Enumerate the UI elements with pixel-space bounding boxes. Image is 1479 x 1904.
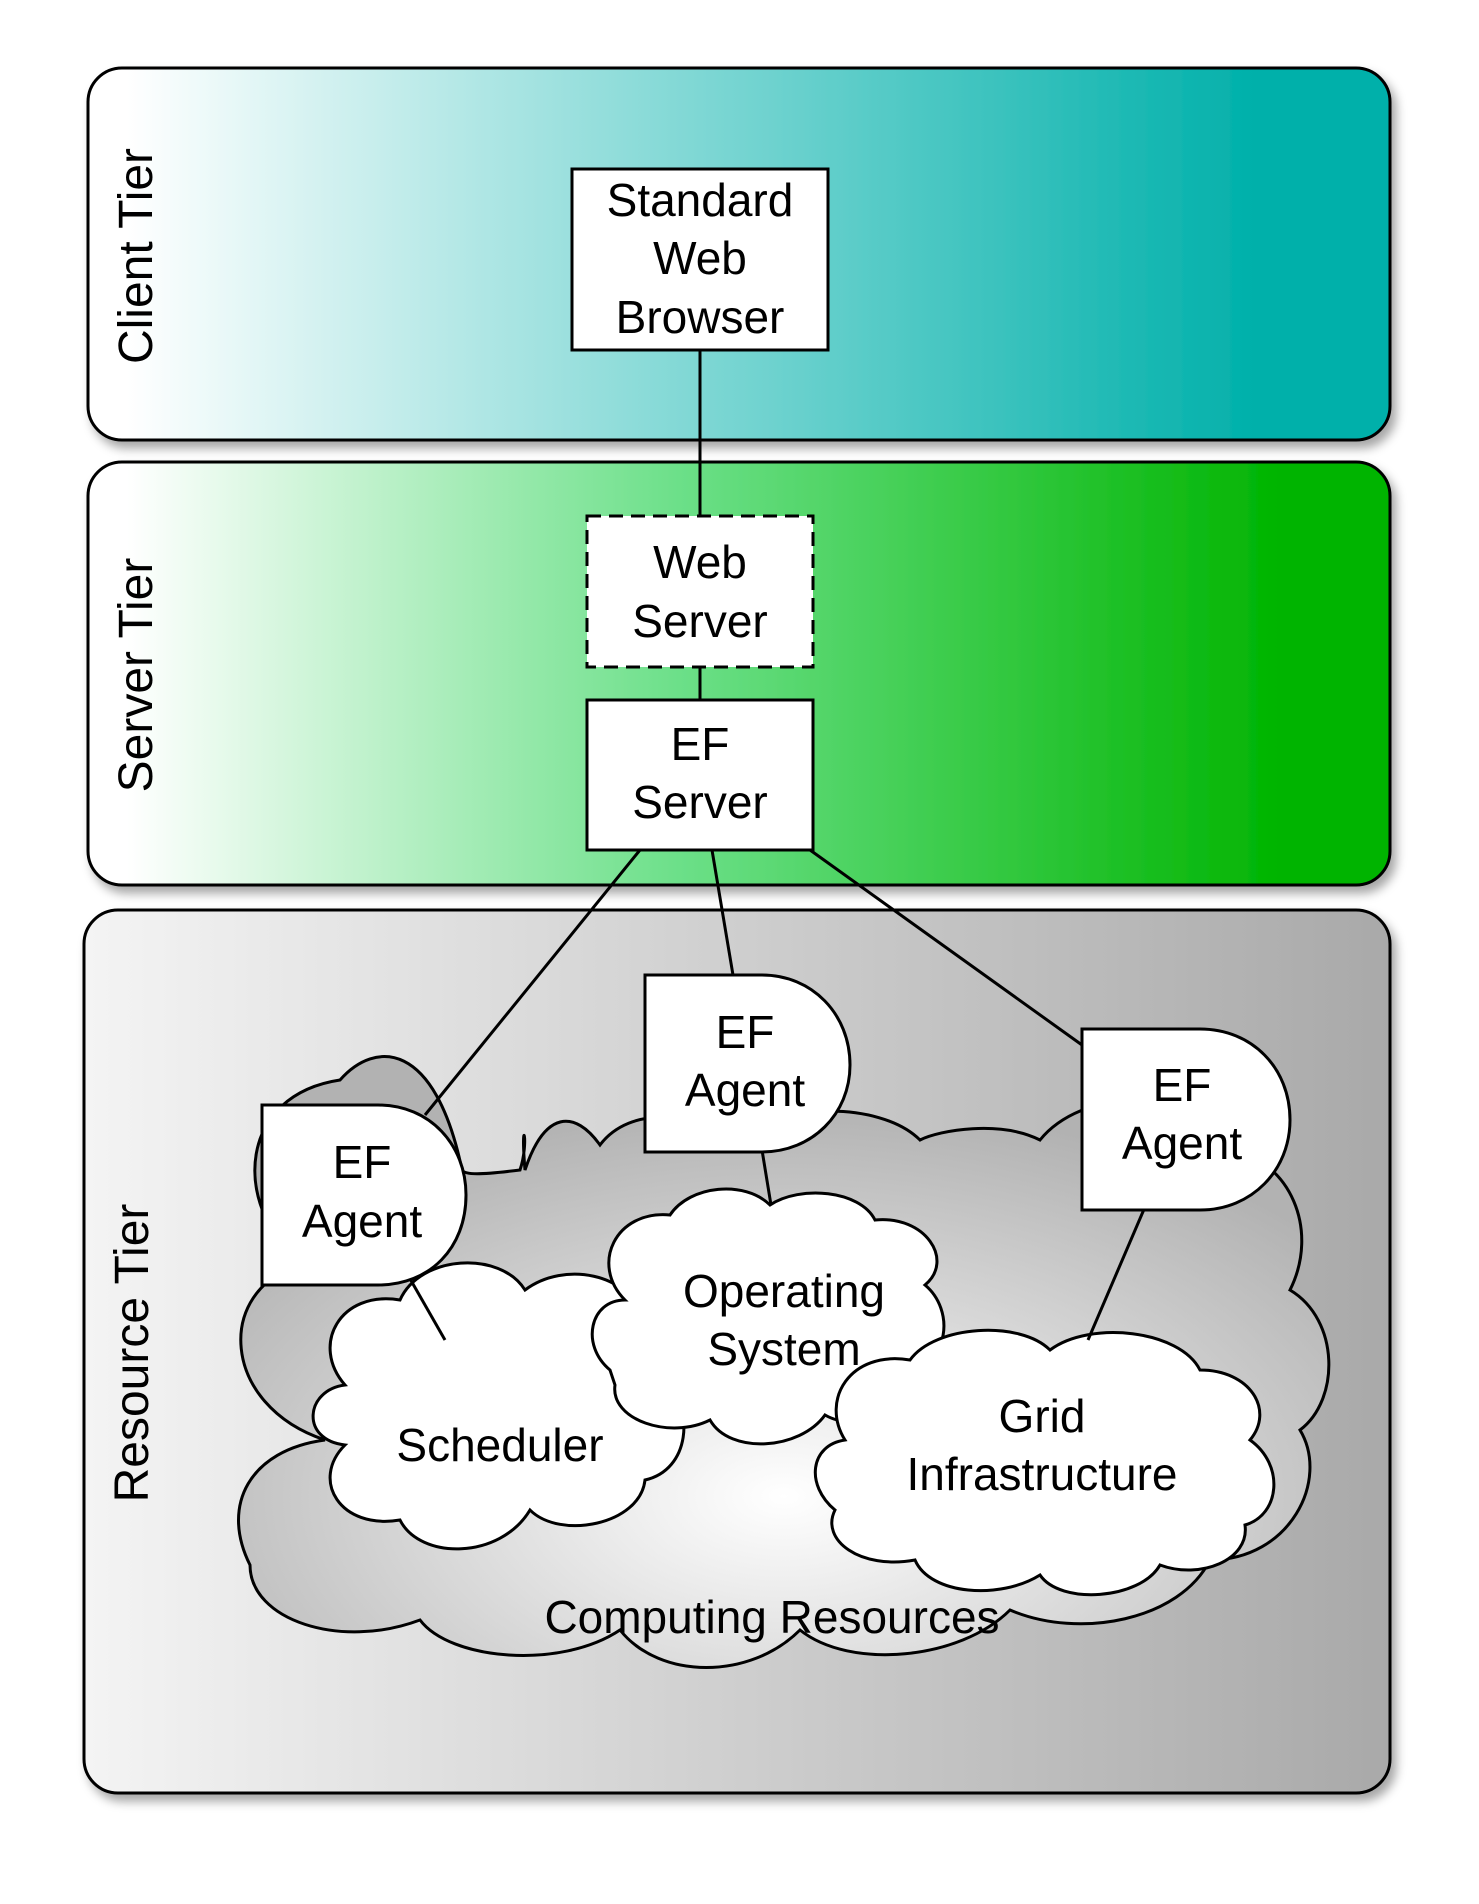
connector-agent-right-grid xyxy=(1086,1206,1147,1341)
standard-web-browser-box xyxy=(570,167,830,352)
web-server-label-line-2: Server xyxy=(632,595,767,647)
ef-agent-mid-label-line-2: Agent xyxy=(685,1064,805,1116)
ef-agent-mid-label-line-1: EF xyxy=(716,1006,775,1058)
operating-system-label-line-1: Operating xyxy=(683,1265,885,1317)
connector-efserver-agent-left xyxy=(423,849,642,1116)
connectors xyxy=(403,349,1147,1341)
grid-label-line-1: Grid xyxy=(999,1390,1086,1442)
resource-tier-label: Resource Tier xyxy=(106,1204,159,1503)
computing-resources-label: Computing Resources xyxy=(544,1591,999,1643)
connector-agent-left-scheduler xyxy=(403,1269,447,1341)
web-server-box xyxy=(585,514,815,669)
grid-infrastructure-cloud xyxy=(813,1328,1276,1597)
ef-agent-left-label-line-1: EF xyxy=(333,1136,392,1188)
ef-agent-right-shape xyxy=(1080,1027,1292,1212)
grid-label-line-2: Infrastructure xyxy=(907,1448,1178,1500)
connector-agent-mid-os xyxy=(760,1149,773,1206)
ef-agent-left-label-line-2: Agent xyxy=(302,1195,422,1247)
browser-label-line-3: Browser xyxy=(616,291,785,343)
server-tier-panel xyxy=(86,460,1392,887)
browser-label-line-2: Web xyxy=(653,232,747,284)
client-tier-label: Client Tier xyxy=(110,148,163,364)
browser-label-line-1: Standard xyxy=(607,174,794,226)
ef-server-label-line-2: Server xyxy=(632,776,767,828)
connector-efserver-agent-right xyxy=(809,848,1083,1047)
ef-server-box xyxy=(585,698,815,852)
ef-agent-right-label-line-2: Agent xyxy=(1122,1117,1242,1169)
ef-server-label-line-1: EF xyxy=(671,718,730,770)
scheduler-label: Scheduler xyxy=(396,1419,603,1471)
connector-efserver-agent-mid xyxy=(710,849,735,976)
ef-agent-left-shape xyxy=(260,1103,468,1287)
web-server-label-line-1: Web xyxy=(653,536,747,588)
operating-system-label-line-2: System xyxy=(707,1323,860,1375)
ef-agent-mid-shape xyxy=(643,973,852,1154)
server-tier-label: Server Tier xyxy=(110,558,163,793)
ef-agent-right-label-line-1: EF xyxy=(1153,1059,1212,1111)
